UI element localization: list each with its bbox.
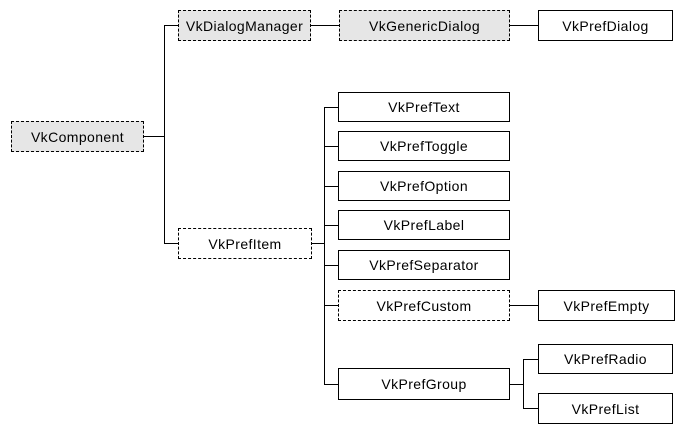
node-vkcomponent: VkComponent: [11, 121, 144, 152]
node-label: VkComponent: [30, 128, 125, 145]
connector-vkprefitem-trunk: [312, 243, 324, 244]
node-vkdialogmanager: VkDialogManager: [178, 10, 311, 41]
node-vkpreflabel: VkPrefLabel: [338, 210, 510, 240]
node-vkprefseparator: VkPrefSeparator: [338, 250, 510, 280]
connector-to-vkpreflist: [523, 408, 538, 409]
node-vkpreftext: VkPrefText: [338, 92, 510, 122]
connector-vkcomponent-trunk: [144, 136, 164, 137]
connector-to-vkpreftext: [324, 107, 338, 108]
node-vkprefempty: VkPrefEmpty: [538, 290, 675, 321]
node-label: VkPrefToggle: [379, 138, 469, 154]
node-label: VkPrefText: [388, 99, 460, 115]
connector-junction-vertical: [523, 359, 524, 409]
connector-vkprefgroup-junction: [510, 384, 523, 385]
node-vkprefradio: VkPrefRadio: [538, 344, 673, 374]
node-vkprefdialog: VkPrefDialog: [538, 10, 673, 41]
connector-to-vkprefitem: [164, 243, 178, 244]
node-vkpreftoggle: VkPrefToggle: [338, 131, 510, 161]
connector-to-vkdialogmanager: [164, 25, 178, 26]
connector-to-vkprefcustom: [324, 305, 338, 306]
node-label: VkPrefRadio: [564, 351, 647, 367]
connector-vkprefcustom-vkprefempty: [510, 305, 538, 306]
node-label: VkPrefEmpty: [563, 297, 650, 314]
node-vkgenericdialog: VkGenericDialog: [339, 10, 510, 41]
connector-to-vkprefoption: [324, 186, 338, 187]
node-vkprefitem: VkPrefItem: [178, 228, 312, 259]
connector-to-vkpreflabel: [324, 225, 338, 226]
connector-trunk2-vertical: [324, 107, 325, 385]
connector-to-vkprefseparator: [324, 265, 338, 266]
node-vkprefoption: VkPrefOption: [338, 171, 510, 201]
node-label: VkPrefDialog: [562, 17, 649, 34]
connector-to-vkprefradio: [523, 359, 538, 360]
node-label: VkDialogManager: [185, 17, 304, 34]
node-vkpreflist: VkPrefList: [538, 393, 673, 424]
node-label: VkPrefItem: [208, 235, 282, 252]
node-vkprefgroup: VkPrefGroup: [338, 368, 510, 400]
node-label: VkGenericDialog: [368, 17, 481, 34]
node-label: VkPrefCustom: [376, 297, 472, 314]
connector-vkdialogmanager-vkgenericdialog: [311, 25, 339, 26]
node-label: VkPrefList: [571, 400, 640, 417]
node-vkprefcustom: VkPrefCustom: [338, 290, 510, 321]
connector-to-vkprefgroup: [324, 384, 338, 385]
node-label: VkPrefSeparator: [369, 257, 479, 273]
node-label: VkPrefOption: [379, 178, 469, 194]
node-label: VkPrefGroup: [381, 376, 467, 392]
connector-vkgenericdialog-vkprefdialog: [510, 25, 538, 26]
connector-to-vkpreftoggle: [324, 146, 338, 147]
connector-trunk1-vertical: [164, 25, 165, 244]
node-label: VkPrefLabel: [383, 217, 465, 233]
